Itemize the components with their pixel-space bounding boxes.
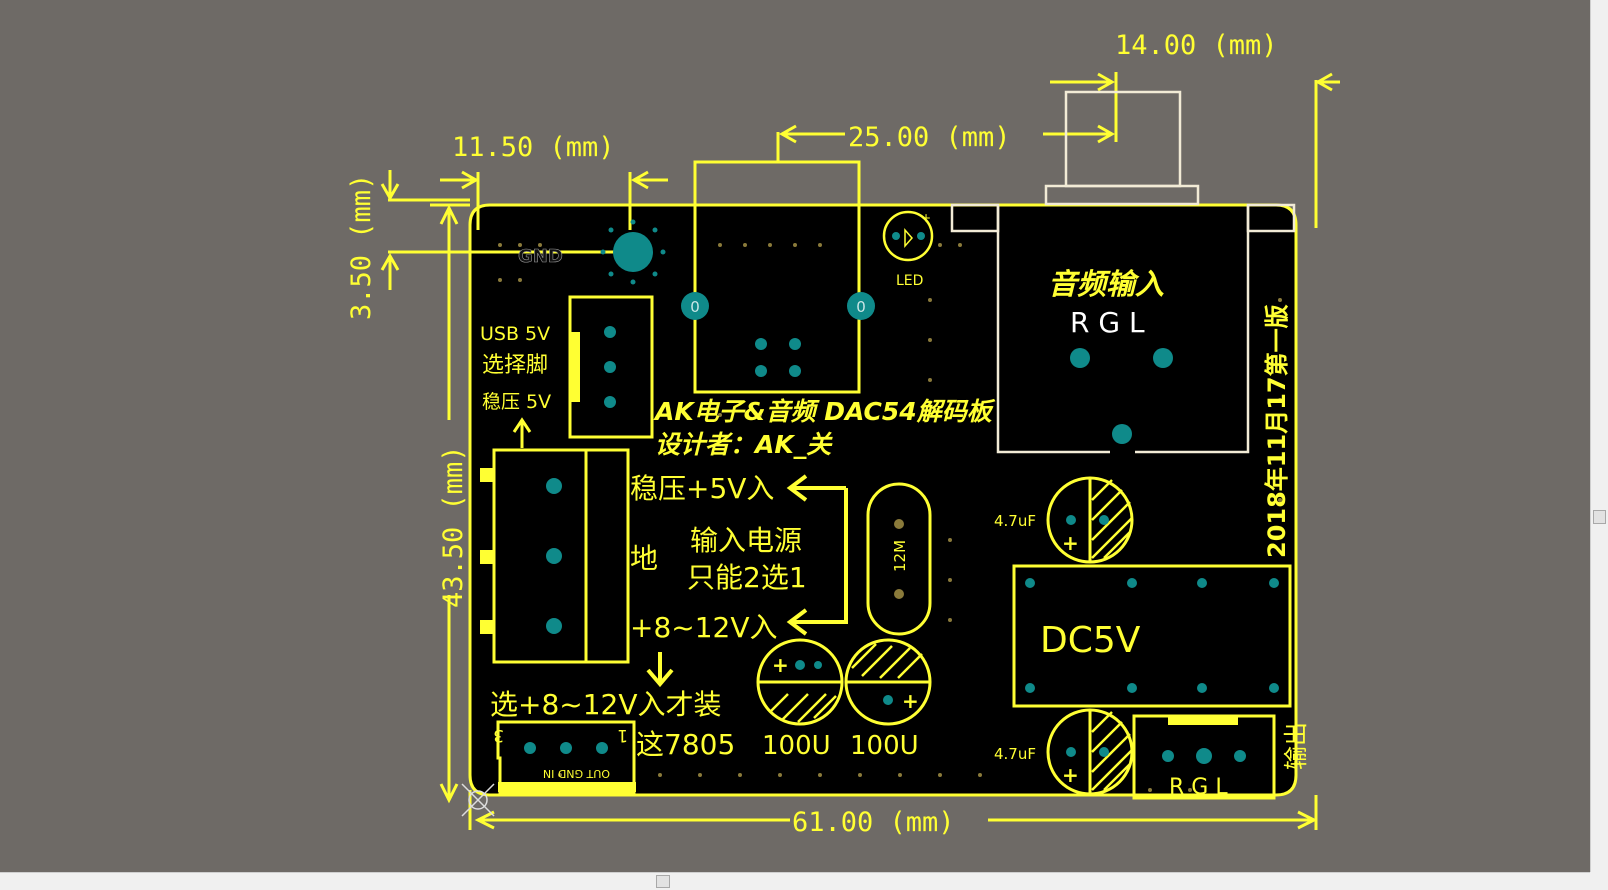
usb-shield-pad-right[interactable] (847, 292, 875, 320)
select-header-key (570, 332, 580, 402)
version-label: 2018年11月17第一版 (1263, 304, 1291, 558)
usb-pads (755, 338, 801, 377)
input-power-label: 输入电源 (690, 524, 802, 557)
cap-100u-1: + (756, 638, 844, 726)
reg7805-label: 这7805 (636, 728, 735, 761)
select-pin-2[interactable] (604, 361, 616, 373)
audio-jack-collar (1044, 184, 1200, 206)
gnd-label: GND (518, 246, 563, 267)
select-pin-label: 选择脚 (482, 353, 548, 378)
vertical-scrollbar[interactable] (1590, 0, 1608, 872)
cap-100u-2: + (844, 638, 932, 726)
dc5v-pads (1025, 578, 1279, 693)
cap-100u-2-label: 100U (850, 731, 919, 761)
audio-jack-body-right (1135, 205, 1250, 454)
terminal-pad-1[interactable] (546, 478, 562, 494)
origin-marker (461, 783, 495, 817)
svg-text:+: + (902, 689, 919, 713)
regulator-pin-in[interactable] (596, 742, 608, 754)
audio-jack-barrel (1064, 90, 1182, 188)
crystal-pad-1[interactable] (894, 519, 904, 529)
via-grid (498, 243, 1282, 792)
board-title: AK电子&音频 DAC54解码板 (653, 397, 996, 426)
regulator-pin3-label: 3 (493, 725, 504, 745)
regulator-pin1-label: 1 (617, 725, 628, 745)
dim-3-5mm: 3.50 (mm) (346, 174, 377, 320)
led-footprint: + (882, 210, 934, 262)
horizontal-scrollbar[interactable] (0, 872, 1590, 890)
reg5v-in-label: 稳压+5V入 (630, 472, 774, 505)
power-selection-arrows (646, 474, 848, 688)
regulator-pin-gnd[interactable] (560, 742, 572, 754)
dim-11-5mm: 11.50 (mm) (452, 132, 615, 163)
svg-text:+: + (1062, 531, 1079, 555)
pcb-canvas[interactable]: 14.00 (mm) 25.00 (mm) 11.50 (mm) 3.50 (m… (0, 0, 1590, 872)
usb-shield-pad-right-label: 0 (856, 298, 866, 316)
output-label: 输出 (1282, 722, 1310, 770)
vertical-scrollbar-thumb[interactable] (1593, 510, 1606, 524)
svg-text:+: + (1062, 763, 1079, 787)
audio-input-label: 音频输入 (1048, 267, 1164, 301)
regulator-pins-label: OUT GND IN (543, 767, 610, 780)
audio-pad-r[interactable] (1070, 348, 1090, 368)
audio-pad-gnd[interactable] (1112, 424, 1132, 444)
led-label: LED (896, 273, 923, 289)
scrollbar-corner (1590, 872, 1608, 890)
dimension-lines (380, 72, 1340, 830)
regulated-5v-small-label: 稳压 5V (482, 391, 551, 413)
dc5v-label: DC5V (1040, 620, 1141, 661)
terminal-pad-2[interactable] (546, 548, 562, 564)
gnd-hole-vias (600, 219, 666, 285)
cap-47u-1-label: 4.7uF (994, 512, 1036, 530)
pcb-layout[interactable]: 14.00 (mm) 25.00 (mm) 11.50 (mm) 3.50 (m… (0, 0, 1590, 872)
usb-connector (693, 160, 861, 394)
output-pin-g[interactable] (1196, 748, 1212, 764)
select-pin-3[interactable] (604, 396, 616, 408)
cap-47u-2: + (1046, 708, 1134, 796)
regulator-7805-tab (498, 782, 636, 792)
crystal-outline (866, 482, 932, 636)
output-pin-r[interactable] (1162, 750, 1174, 762)
dim-25mm: 25.00 (mm) (848, 122, 1011, 153)
v8-12-in-label: +8~12V入 (630, 611, 778, 644)
usb5v-label: USB 5V (480, 323, 550, 345)
usb-shield-pad-left[interactable] (681, 292, 709, 320)
designer-label: 设计者：AK_关 (655, 430, 833, 459)
terminal-side-notches (480, 468, 494, 634)
dim-61mm: 61.00 (mm) (792, 807, 955, 838)
output-pin-l[interactable] (1234, 750, 1246, 762)
output-header-key (1168, 716, 1238, 725)
svg-text:+: + (921, 211, 931, 225)
crystal-pad-2[interactable] (894, 589, 904, 599)
dim-14mm: 14.00 (mm) (1115, 30, 1278, 61)
gnd-mounting-hole[interactable] (613, 232, 653, 272)
dc5v-module (1012, 564, 1292, 708)
terminal-pad-3[interactable] (546, 618, 562, 634)
ground-label: 地 (630, 542, 658, 575)
install-hint-label: 选+8~12V入才装 (490, 688, 722, 721)
horizontal-scrollbar-thumb[interactable] (656, 875, 670, 888)
dim-43-5mm: 43.50 (mm) (438, 445, 469, 608)
audio-jack-body (996, 205, 1110, 454)
audio-rgl-label: R G L (1070, 306, 1145, 339)
audio-pad-l[interactable] (1153, 348, 1173, 368)
output-rgl-label: R G L (1169, 775, 1228, 800)
cap-47u-2-label: 4.7uF (994, 745, 1036, 763)
usb-shield-pad-left-label: 0 (690, 298, 700, 316)
select-pin-1[interactable] (604, 326, 616, 338)
crystal-label: 12M (891, 540, 909, 572)
board-edge-silk (468, 203, 1298, 797)
cap-100u-1-label: 100U (762, 731, 831, 761)
cap-47u-1: + (1046, 476, 1134, 564)
svg-text:+: + (772, 653, 789, 677)
choose-one-label: 只能2选1 (687, 561, 807, 594)
regulator-pin-out[interactable] (524, 742, 536, 754)
power-arrow-up (512, 417, 532, 448)
